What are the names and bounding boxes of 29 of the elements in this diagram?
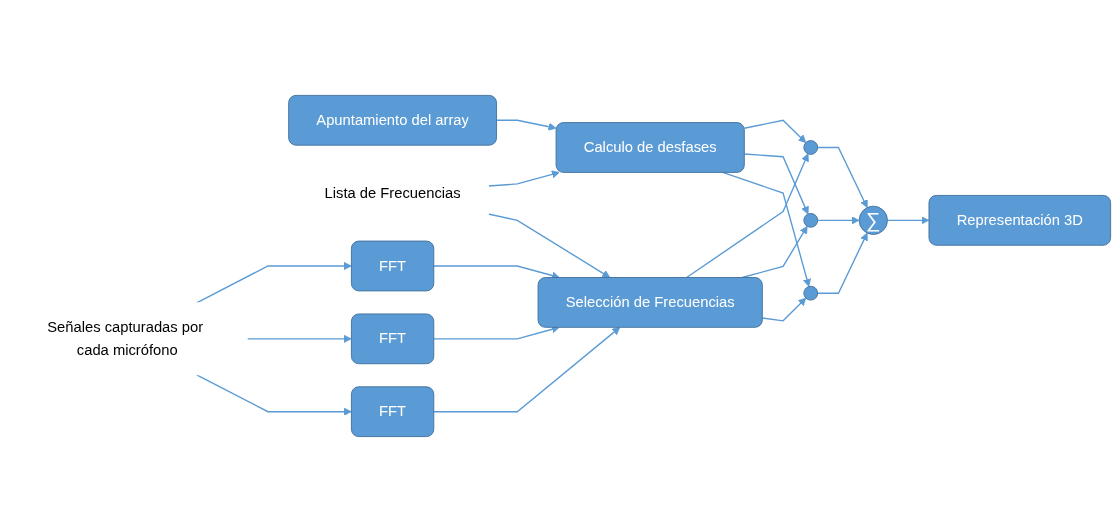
node-circle: ∑ — [858, 205, 888, 235]
node-text: Señales capturadas por cada micrófono — [47, 319, 204, 358]
arrow — [246, 334, 352, 343]
arrow — [487, 213, 611, 278]
node-box: Apuntamiento del array — [288, 94, 497, 146]
arrow — [743, 119, 807, 143]
arrow — [817, 216, 860, 225]
node-box: FFT — [350, 386, 435, 438]
node-box: Representación 3D — [928, 195, 1112, 246]
node-text: Lista de Frecuencias — [324, 184, 461, 201]
arrow — [487, 170, 560, 187]
arrow — [886, 216, 930, 225]
node-box: FFT — [350, 313, 435, 365]
arrow — [817, 146, 868, 208]
node-box: Selección de Frecuencias — [537, 277, 763, 328]
arrow — [685, 153, 809, 279]
node-box: FFT — [350, 240, 435, 292]
node-circle — [803, 212, 819, 228]
node-box: Calculo de desfases — [555, 122, 745, 173]
arrow — [433, 326, 621, 413]
arrow — [196, 261, 352, 304]
arrow — [817, 232, 868, 294]
arrow — [495, 119, 557, 131]
arrow — [196, 374, 352, 416]
arrow — [761, 297, 807, 322]
node-circle — [803, 285, 819, 301]
arrow — [743, 153, 809, 215]
arrow — [722, 171, 811, 287]
node-circle — [803, 140, 819, 155]
